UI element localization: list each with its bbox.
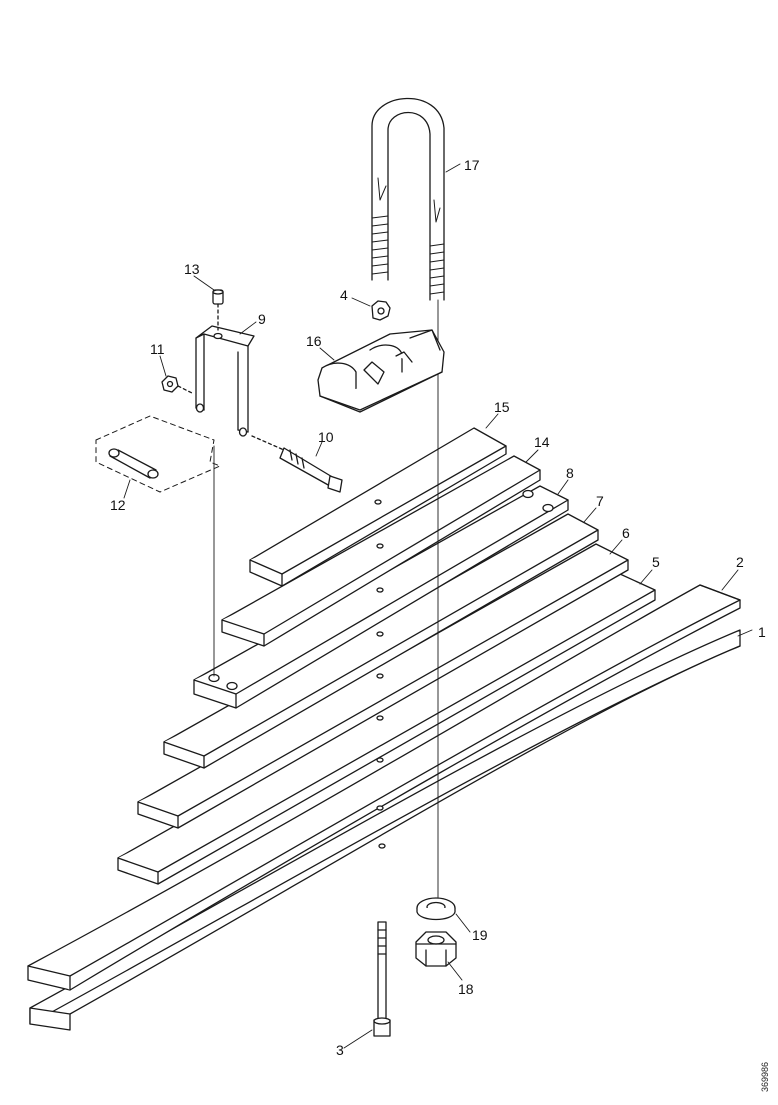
callout-9: 9 [258,311,266,327]
callout-19: 19 [472,927,488,943]
leaf-8 [193,485,569,709]
callout-11: 11 [150,341,165,357]
nut-18 [415,931,457,967]
reference-code: 369986 [760,1062,770,1092]
callout-15: 15 [494,399,510,415]
callout-16: 16 [306,333,322,349]
leaf-2 [27,584,741,991]
leader-lines [123,163,753,1049]
saddle-16 [317,329,445,413]
leaf-14 [221,455,541,647]
callout-5: 5 [652,554,660,570]
leaf-7 [163,513,599,769]
callout-7: 7 [596,493,604,509]
bolt-3 [373,921,391,1037]
nipple-11 [161,375,195,395]
center-holes [374,499,386,849]
callout-1: 1 [758,624,766,640]
shackle-9 [195,325,255,437]
callout-14: 14 [534,434,550,450]
callout-13: 13 [184,261,200,277]
callout-10: 10 [318,429,334,445]
callout-18: 18 [458,981,474,997]
callout-12: 12 [110,497,126,513]
alignment-lines [213,299,439,901]
callout-17: 17 [464,157,480,173]
leaf-15 [249,427,507,587]
u-bolt [371,97,445,301]
callout-3: 3 [336,1042,344,1058]
callout-6: 6 [622,525,630,541]
washer-19 [416,897,456,921]
nut-4 [371,300,391,321]
callout-8: 8 [566,465,574,481]
bushing-12 [95,415,221,493]
leaf-1 [29,629,741,1031]
callout-2: 2 [736,554,744,570]
leaf-6 [137,543,629,829]
bolt-10 [251,435,343,493]
pin-13 [212,289,224,331]
callout-4: 4 [340,287,348,303]
